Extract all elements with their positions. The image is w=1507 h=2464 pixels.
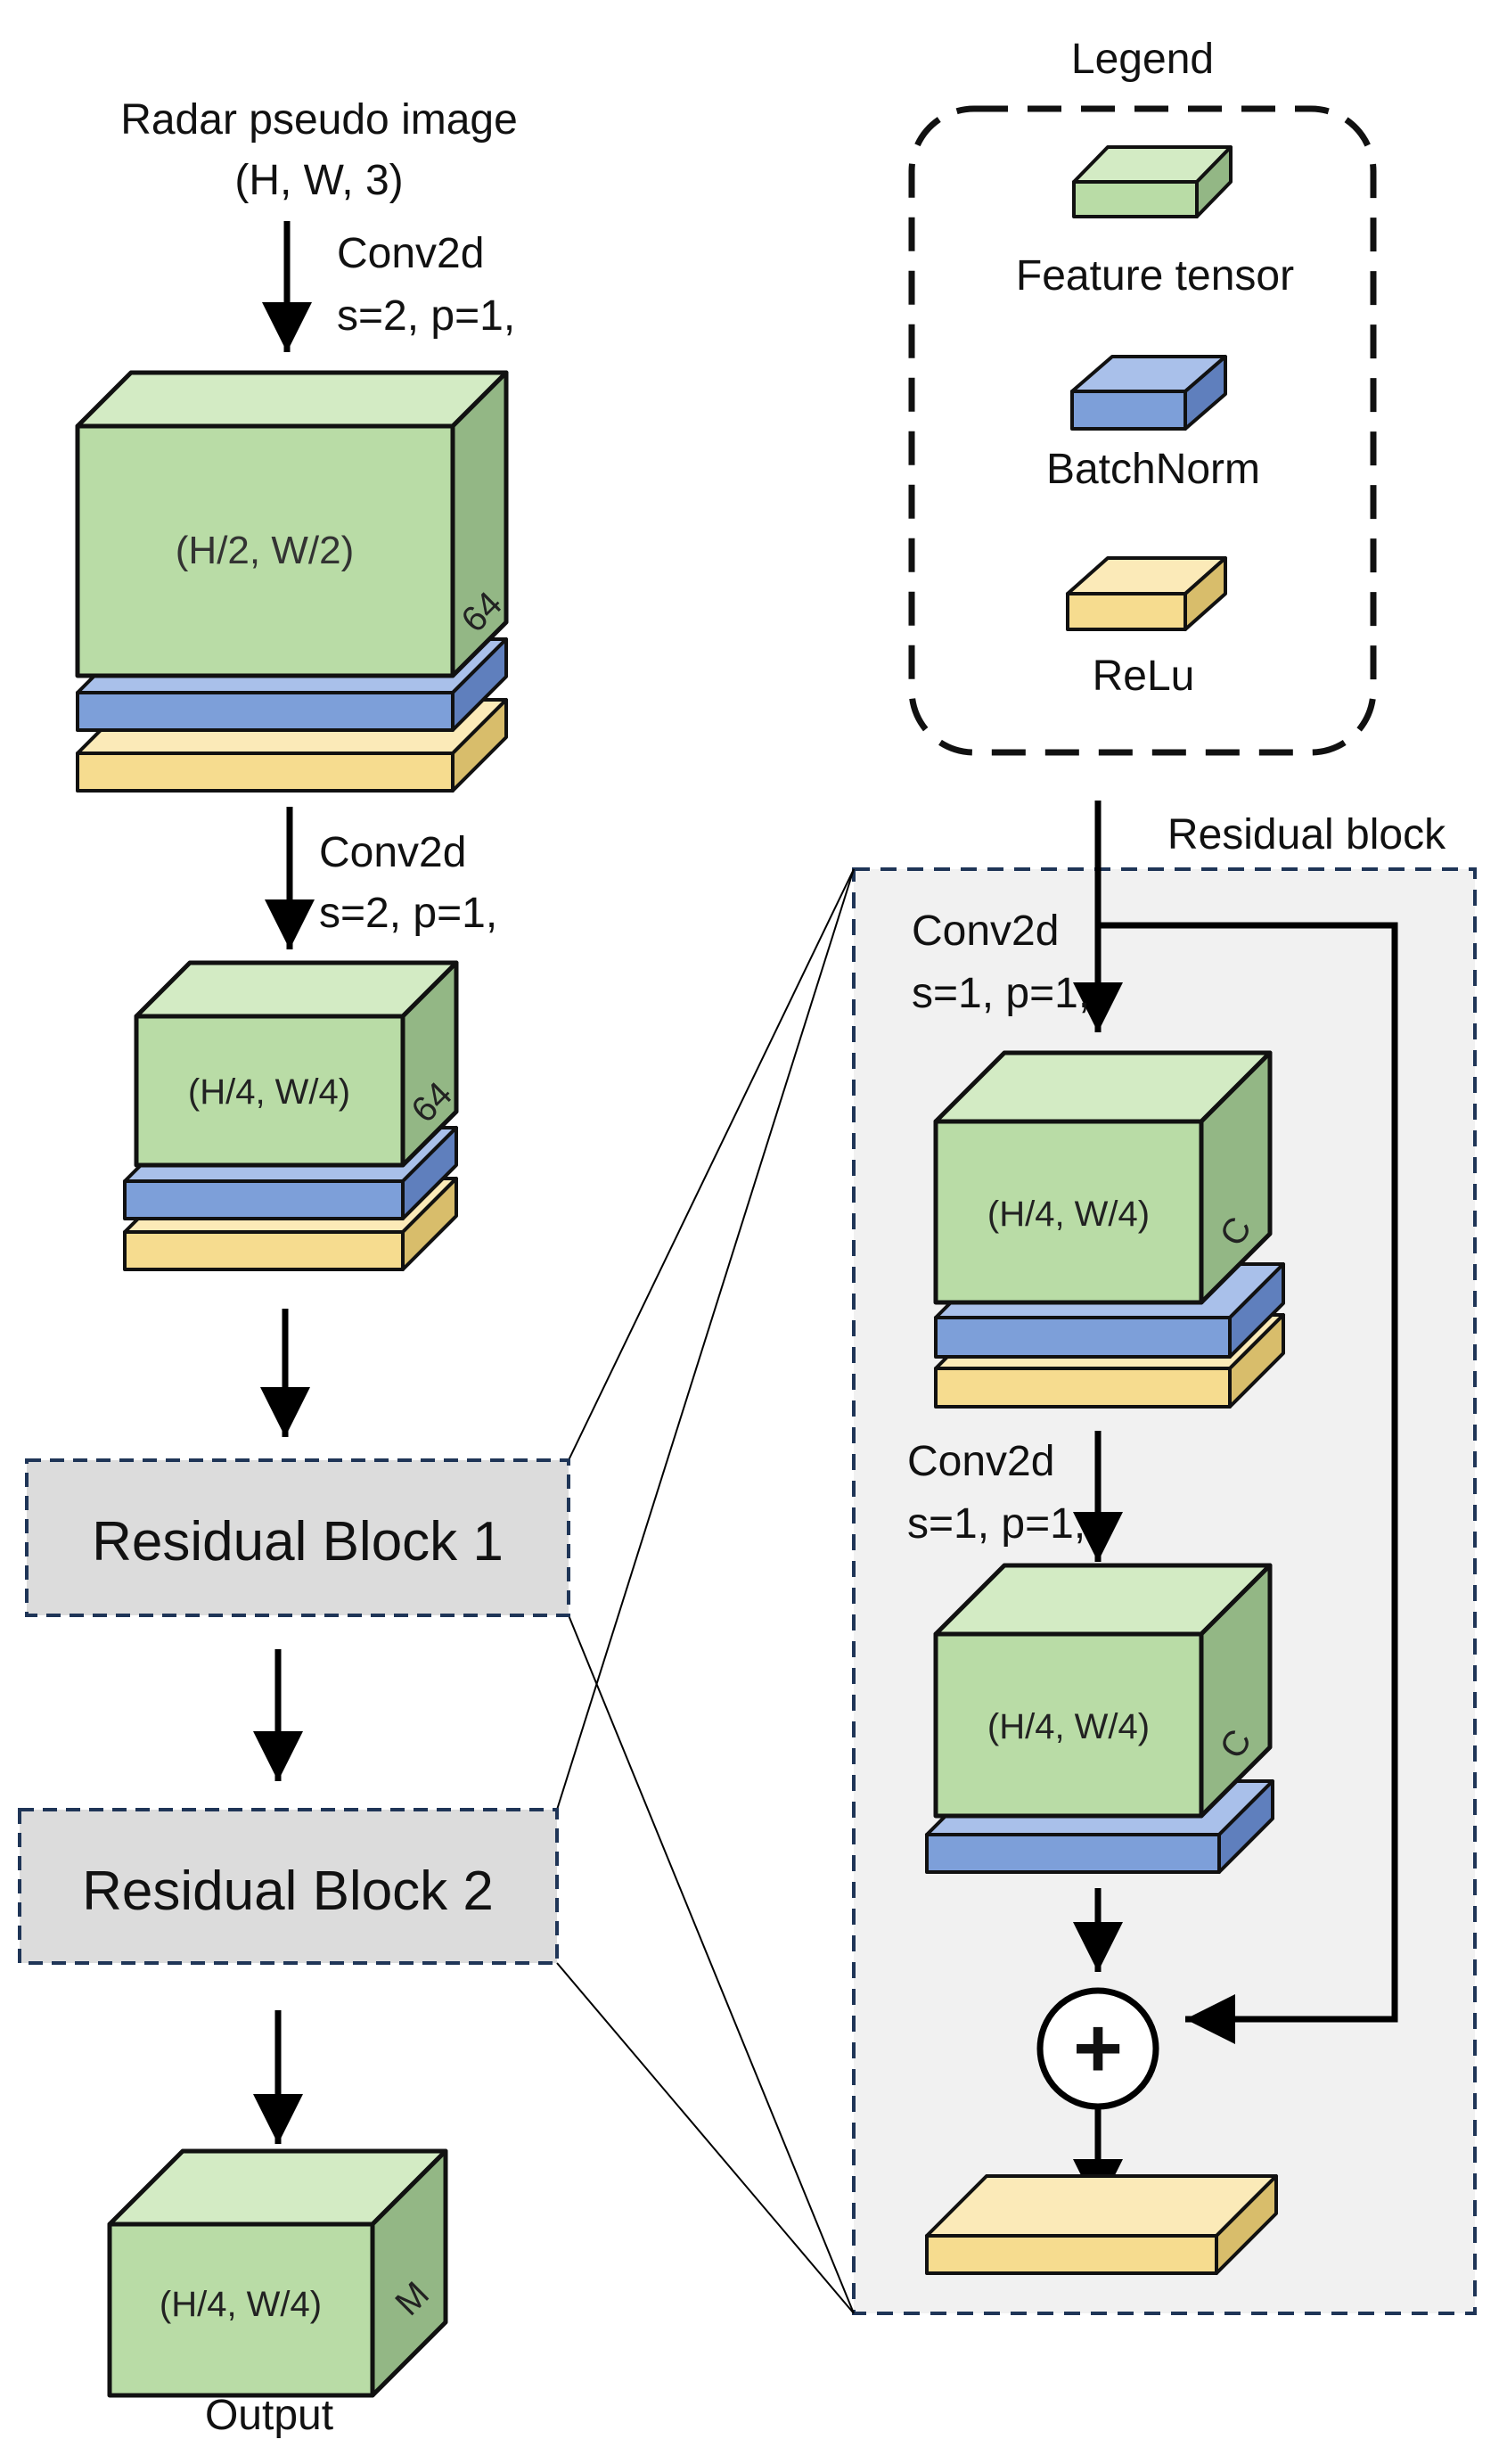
output-label: Output <box>205 2392 333 2439</box>
legend-title: Legend <box>1071 36 1214 83</box>
conv-b-params: s=1, p=1, <box>907 1500 1085 1548</box>
tensor-b-dims: (H/4, W/4) <box>987 1707 1150 1746</box>
legend-relu-icon <box>1066 556 1227 631</box>
input-label: Radar pseudo image <box>120 96 518 144</box>
tensor-b-feature-cube <box>933 1563 1273 1819</box>
residual-block-2-box <box>18 1808 559 1965</box>
tensor2-dims: (H/4, W/4) <box>188 1072 350 1112</box>
legend-item-batchnorm: BatchNorm <box>1046 446 1260 493</box>
tensor-a-dims: (H/4, W/4) <box>987 1195 1150 1234</box>
tensor-a-feature-cube <box>933 1050 1273 1305</box>
skip-connection-path <box>1098 922 1398 2044</box>
legend-feature-tensor-icon <box>1072 145 1233 218</box>
residual-block-2-label: Residual Block 2 <box>82 1860 494 1922</box>
residual-output-relu-layer <box>925 2174 1278 2275</box>
tensor1-dims: (H/2, W/2) <box>176 529 354 572</box>
residual-block-title: Residual block <box>1167 811 1446 858</box>
add-symbol: + <box>1073 2000 1123 2096</box>
output-feature-cube <box>107 2148 448 2398</box>
input-shape-label: (H, W, 3) <box>234 157 403 204</box>
conv-b-label: Conv2d <box>907 1438 1054 1485</box>
legend-item-feature-tensor: Feature tensor <box>1016 252 1294 300</box>
residual-block-1-box <box>25 1458 570 1617</box>
conv2-params: s=2, p=1, <box>319 890 497 937</box>
zoom-guide-lines <box>556 868 855 2314</box>
tensor2-feature-cube <box>134 960 459 1168</box>
output-dims: (H/4, W/4) <box>160 2285 322 2324</box>
conv2-label: Conv2d <box>319 829 466 876</box>
conv-a-label: Conv2d <box>912 908 1059 955</box>
tensor1-feature-cube <box>75 370 509 678</box>
conv1-params: s=2, p=1, <box>337 292 515 340</box>
legend-batchnorm-icon <box>1070 355 1227 431</box>
conv1-label: Conv2d <box>337 230 484 277</box>
legend-box <box>908 105 1377 756</box>
legend-item-relu: ReLu <box>1093 653 1195 700</box>
conv-a-params: s=1, p=1, <box>912 970 1090 1017</box>
residual-block-1-label: Residual Block 1 <box>92 1511 504 1573</box>
